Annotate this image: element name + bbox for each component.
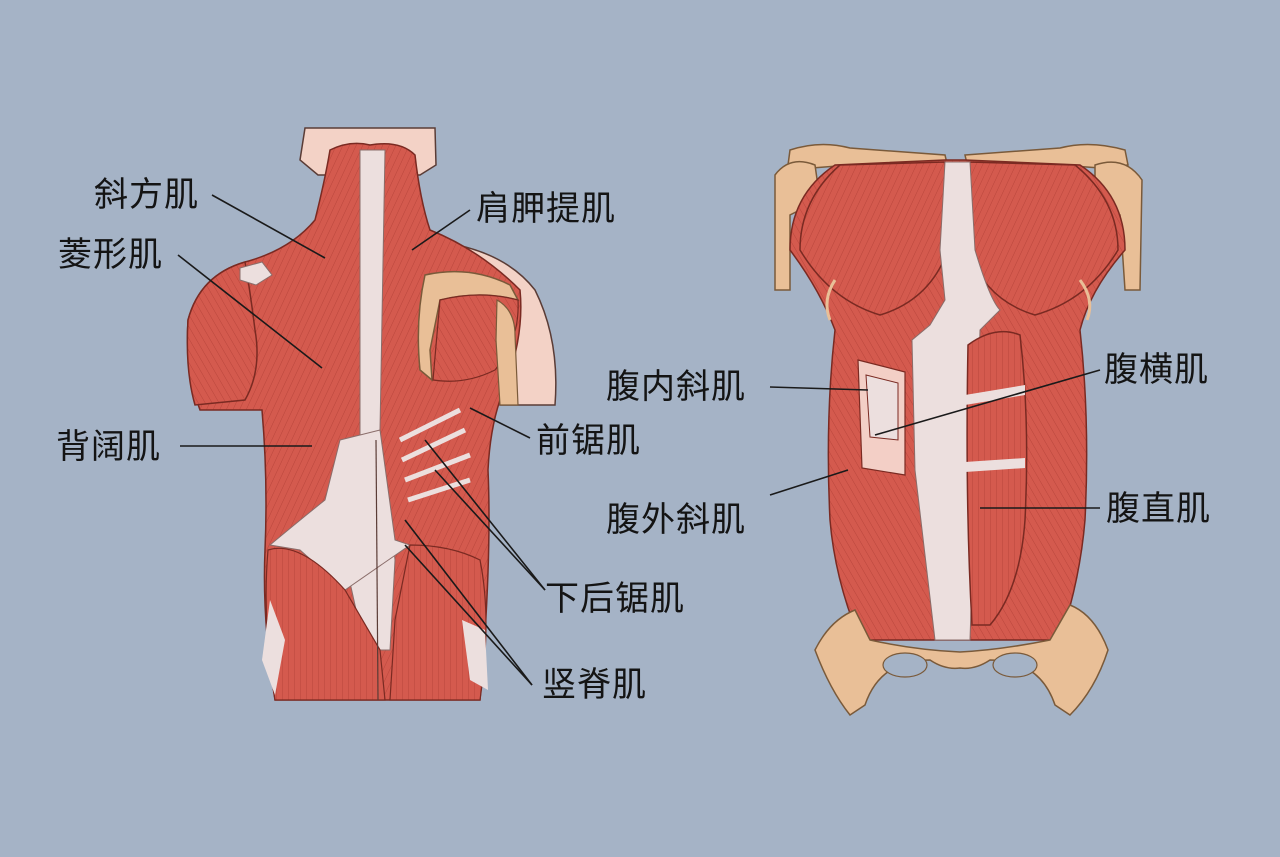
left-deltoid bbox=[186, 261, 258, 406]
label-external-oblique: 腹外斜肌 bbox=[606, 500, 746, 540]
leader-erector-spinae-2 bbox=[404, 544, 533, 686]
gluteal-region-right bbox=[389, 544, 487, 701]
leader-erector-spinae-1 bbox=[404, 519, 533, 686]
leader-levator-scapulae bbox=[411, 209, 471, 251]
leader-transversus bbox=[874, 369, 1101, 436]
right-pectoral bbox=[967, 161, 1119, 316]
leader-trapezius bbox=[211, 194, 326, 259]
label-levator-scapulae: 肩胛提肌 bbox=[476, 189, 616, 229]
leader-external-oblique bbox=[769, 469, 849, 496]
transversus-window bbox=[865, 374, 899, 441]
label-internal-oblique: 腹内斜肌 bbox=[606, 367, 746, 407]
leader-rhomboid bbox=[177, 254, 323, 369]
label-latissimus-dorsi: 背阔肌 bbox=[56, 427, 161, 467]
right-obturator bbox=[992, 652, 1038, 678]
label-rectus-abdominis: 腹直肌 bbox=[1106, 489, 1211, 529]
left-obturator bbox=[882, 652, 928, 678]
left-hip-fascia bbox=[262, 600, 285, 695]
rib-bands bbox=[825, 279, 1092, 321]
leader-serratus-posterior-1 bbox=[424, 439, 546, 591]
leader-internal-oblique bbox=[769, 386, 869, 391]
back-figure bbox=[186, 127, 557, 701]
gluteal-region bbox=[265, 547, 386, 701]
label-erector-spinae: 竖脊肌 bbox=[542, 665, 647, 705]
linea-alba bbox=[911, 161, 1001, 641]
front-figure bbox=[774, 143, 1143, 717]
label-serratus-posterior-inferior: 下后锯肌 bbox=[545, 579, 685, 619]
spine-line bbox=[375, 439, 379, 701]
label-serratus-anterior: 前锯肌 bbox=[536, 421, 641, 461]
left-pectoral bbox=[799, 161, 949, 316]
tendinous-line-1 bbox=[965, 385, 1025, 405]
tendinous-line-2 bbox=[965, 458, 1025, 472]
leader-serratus-posterior-2 bbox=[434, 469, 546, 591]
right-hip-fascia bbox=[462, 620, 488, 690]
leader-lines bbox=[177, 194, 1101, 686]
right-humerus bbox=[495, 298, 519, 406]
left-acromion bbox=[239, 261, 273, 286]
label-transversus-abdominis: 腹横肌 bbox=[1104, 350, 1209, 390]
leader-serratus-anterior bbox=[469, 407, 531, 439]
rectus-abdominis bbox=[966, 330, 1028, 626]
shoulder-skin bbox=[417, 239, 557, 406]
label-rhomboid: 菱形肌 bbox=[58, 235, 163, 275]
label-trapezius: 斜方肌 bbox=[94, 175, 199, 215]
